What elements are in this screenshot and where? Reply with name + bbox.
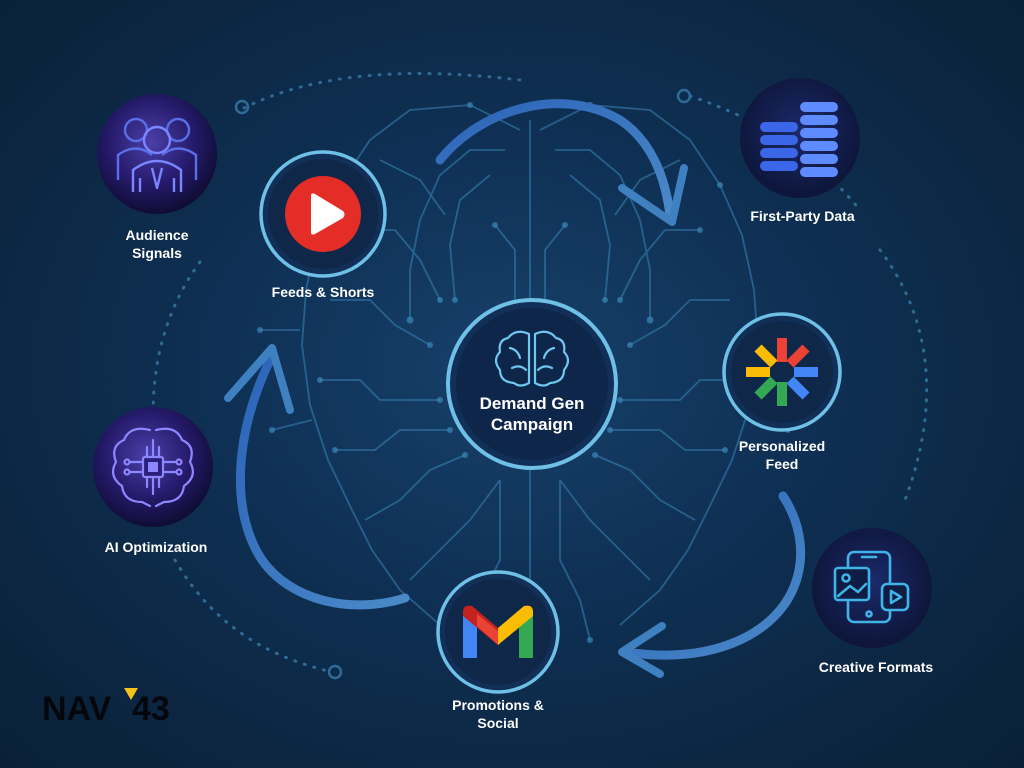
feeds-shorts-label: Feeds & Shorts (271, 284, 375, 300)
gmail-icon (463, 605, 533, 658)
center-title-line1: Demand Gen (479, 394, 585, 413)
logo-accent-icon (124, 688, 138, 700)
first-party-data-node[interactable] (740, 78, 860, 198)
audience-signals-label-line1: Audience (125, 227, 189, 243)
personalized-feed-label-line2: Feed (765, 456, 799, 472)
personalized-feed-label: Personalized Feed (722, 437, 842, 473)
brain-icon (494, 330, 570, 387)
center-title: Demand Gen Campaign (452, 393, 612, 435)
logo-text-right: 43 (132, 690, 170, 726)
promotions-social-label: Promotions & Social (433, 696, 563, 732)
arrow-heads (224, 164, 688, 678)
creative-formats-node[interactable] (812, 528, 932, 648)
orbit-node-dot (327, 664, 343, 680)
ai-optimization-label: AI Optimization (104, 539, 208, 555)
personalized-feed-label-line1: Personalized (738, 438, 826, 454)
cycle-arrows (235, 99, 806, 660)
creative-formats-label: Creative Formats (818, 659, 934, 675)
center-node[interactable] (446, 298, 618, 470)
mobile-media-icon (833, 550, 910, 624)
audience-group-icon (116, 117, 198, 192)
database-stack-icon (760, 102, 838, 177)
audience-signals-node[interactable] (97, 94, 217, 214)
ai-optimization-node[interactable] (93, 407, 213, 527)
audience-signals-label-line2: Signals (132, 245, 182, 261)
promotions-social-node[interactable] (436, 570, 560, 694)
orbit-node-dot (676, 88, 692, 104)
audience-signals-label: Audience Signals (97, 226, 217, 262)
google-discover-icon (746, 338, 818, 406)
nav43-logo: NAV 43 (42, 688, 170, 726)
first-party-data-label: First-Party Data (750, 208, 855, 224)
logo-text-left: NAV (42, 690, 112, 726)
promotions-social-label-line2: Social (477, 715, 519, 731)
personalized-feed-node[interactable] (722, 312, 842, 432)
promotions-social-label-line1: Promotions & (452, 697, 544, 713)
feeds-shorts-node[interactable] (259, 150, 387, 278)
orbit-node-dot (234, 99, 250, 115)
center-title-line2: Campaign (490, 415, 574, 434)
ai-brain-chip-icon (111, 427, 195, 508)
